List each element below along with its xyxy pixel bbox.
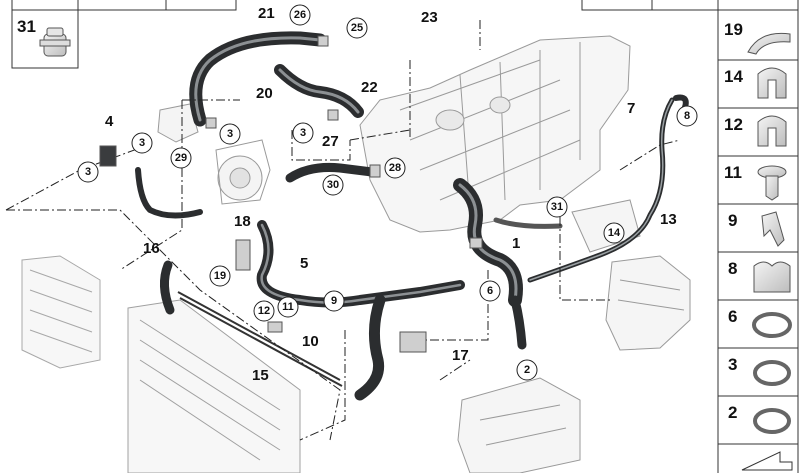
circled-callout-25: 25 xyxy=(346,17,368,39)
heater-valve-unit xyxy=(457,377,581,473)
callout-16: 16 xyxy=(143,240,160,257)
callout-1: 1 xyxy=(512,235,520,252)
panel-label-12: 12 xyxy=(724,115,743,134)
circled-callout-12: 12 xyxy=(253,300,275,322)
callout-10: 10 xyxy=(302,333,319,350)
spring-band-clamp-icon xyxy=(753,408,791,434)
leader-lines xyxy=(5,20,681,441)
circled-callout-26: 26 xyxy=(289,4,311,26)
svg-text:6: 6 xyxy=(487,285,493,297)
svg-text:3: 3 xyxy=(300,127,306,139)
circled-callout-19: 19 xyxy=(209,265,231,287)
callout-15: 15 xyxy=(252,367,269,384)
callout-20: 20 xyxy=(256,85,273,102)
spring-band-clamp-icon xyxy=(753,360,791,386)
water-pump xyxy=(215,139,271,205)
svg-text:3: 3 xyxy=(139,137,145,149)
callout-23: 23 xyxy=(421,9,438,26)
thermostat-housing xyxy=(157,103,199,143)
panel-label-11: 11 xyxy=(724,163,742,182)
svg-text:14: 14 xyxy=(608,227,621,239)
hose-clamps xyxy=(99,35,483,353)
circled-callout-30: 30 xyxy=(322,174,344,196)
parts-panel-31: 31 xyxy=(11,9,79,69)
circled-callout-9: 9 xyxy=(323,290,345,312)
top-parts-strip xyxy=(11,0,799,11)
bracket-icon xyxy=(761,211,785,247)
callout-numbers: 21 23 22 20 4 27 7 18 16 1 13 5 10 17 15 xyxy=(105,5,677,384)
side-panel-icons xyxy=(741,32,793,471)
circled-callout-14: 14 xyxy=(603,222,625,244)
circled-callout-3b: 3 xyxy=(77,161,99,183)
circled-callout-31: 31 xyxy=(546,196,568,218)
svg-text:8: 8 xyxy=(684,110,690,122)
expansion-tank-left xyxy=(21,255,101,369)
circled-callout-3c: 3 xyxy=(219,123,241,145)
callout-5: 5 xyxy=(300,255,308,272)
circled-callouts: 26 25 3 3 3 3 29 30 28 8 31 14 19 12 11 … xyxy=(77,4,698,381)
quick-connector-icon xyxy=(39,27,71,57)
callout-4: 4 xyxy=(105,113,114,130)
hose-clip-icon xyxy=(747,32,791,55)
clip-icon xyxy=(757,115,787,147)
svg-text:30: 30 xyxy=(327,179,339,191)
circled-callout-2: 2 xyxy=(516,359,538,381)
svg-text:25: 25 xyxy=(351,22,363,34)
panel-label-9: 9 xyxy=(728,211,737,230)
callout-18: 18 xyxy=(234,213,251,230)
corner-arrow-icon xyxy=(741,451,793,471)
circled-callout-3a: 3 xyxy=(131,132,153,154)
expanding-rivet-icon xyxy=(757,165,787,201)
callout-17: 17 xyxy=(452,347,469,364)
callout-21: 21 xyxy=(258,5,275,22)
clip-icon xyxy=(757,67,787,99)
engine-block xyxy=(359,35,631,233)
panel-label-19: 19 xyxy=(724,20,743,39)
svg-text:2: 2 xyxy=(524,364,530,376)
circled-callout-8: 8 xyxy=(676,105,698,127)
callout-22: 22 xyxy=(361,79,378,96)
panel-label-14: 14 xyxy=(724,67,743,86)
circled-callout-6: 6 xyxy=(479,280,501,302)
svg-text:9: 9 xyxy=(331,295,337,307)
circled-callout-3d: 3 xyxy=(292,122,314,144)
panel-label-6: 6 xyxy=(728,307,737,326)
rail-15 xyxy=(177,291,343,387)
panel-label-8: 8 xyxy=(728,259,737,278)
svg-text:3: 3 xyxy=(85,166,91,178)
panel-label-2: 2 xyxy=(728,403,737,422)
double-clip-icon xyxy=(753,261,791,293)
circled-callout-29: 29 xyxy=(170,147,192,169)
panel-label-3: 3 xyxy=(728,355,737,374)
svg-text:29: 29 xyxy=(175,152,187,164)
panel-label-31: 31 xyxy=(17,17,36,36)
svg-text:31: 31 xyxy=(551,201,563,213)
svg-text:12: 12 xyxy=(258,305,270,317)
callout-27: 27 xyxy=(322,133,339,150)
coolant-reservoir xyxy=(605,255,691,351)
svg-text:3: 3 xyxy=(227,128,233,140)
svg-text:28: 28 xyxy=(389,162,401,174)
svg-text:19: 19 xyxy=(214,270,226,282)
svg-text:26: 26 xyxy=(294,9,306,21)
callout-13: 13 xyxy=(660,211,677,228)
circled-callout-11: 11 xyxy=(277,296,299,318)
valve-block xyxy=(571,199,641,253)
callout-7: 7 xyxy=(627,100,635,117)
side-panel-labels: 19 14 12 11 9 8 6 3 2 xyxy=(724,20,743,422)
svg-text:11: 11 xyxy=(282,301,294,313)
circled-callout-28: 28 xyxy=(384,157,406,179)
hose-clamp-icon xyxy=(752,312,792,338)
